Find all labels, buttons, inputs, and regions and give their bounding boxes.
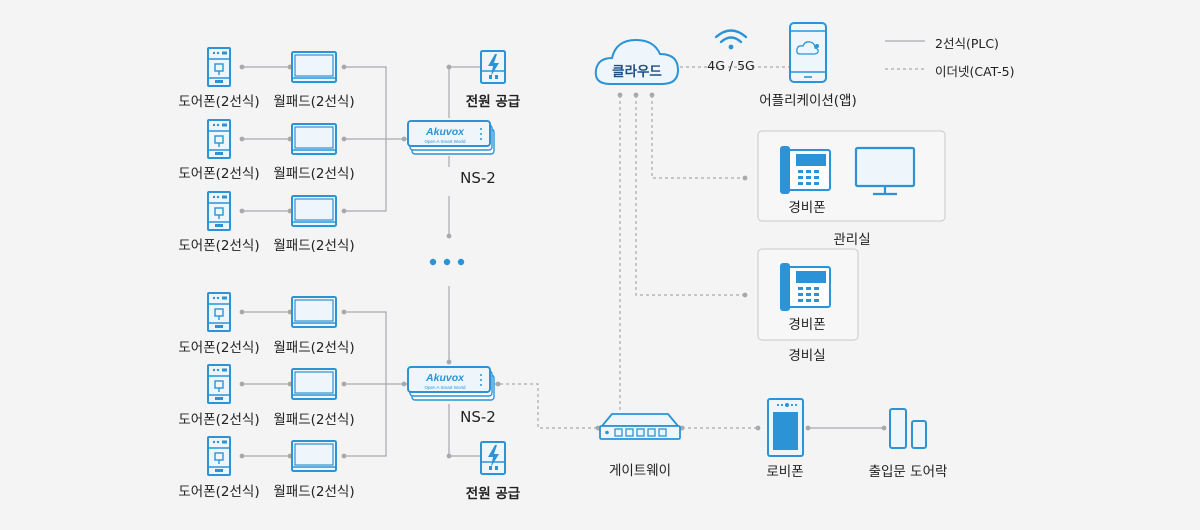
ethernet-wiring: [494, 66, 790, 429]
wall-pad-label: 월패드(2선식): [273, 340, 355, 356]
door-phone-label: 도어폰(2선식): [178, 166, 260, 182]
app-label: 어플리케이션(앱): [759, 93, 857, 109]
wall-pad-label: 월패드(2선식): [273, 166, 355, 182]
ns2-label: NS-2: [460, 169, 496, 187]
security-phone-label: 경비폰: [788, 200, 826, 216]
gateway-label: 게이트웨이: [608, 463, 672, 479]
security-phone-label: 경비폰: [788, 317, 826, 333]
ellipsis-dots: [429, 258, 465, 266]
door-phone-label: 도어폰(2선식): [178, 484, 260, 500]
brand-tagline: Open A Smart World: [425, 139, 466, 144]
legend-ethernet-label: 이더넷(CAT-5): [935, 64, 1015, 79]
power-supply-label: 전원 공급: [465, 486, 521, 502]
brand-name: Akuvox: [425, 372, 465, 384]
brand-tagline: Open A Smart World: [425, 385, 466, 390]
door-lock-icon: [889, 408, 927, 449]
ns2-device-top: Akuvox Open A Smart World: [407, 120, 495, 155]
monitor-icon: [854, 146, 916, 196]
top-group-wiring: [242, 66, 495, 362]
wall-pad-label: 월패드(2선식): [273, 94, 355, 110]
wall-pad-label: 월패드(2선식): [273, 238, 355, 254]
wall-pad-icon: [291, 195, 337, 227]
door-phone-label: 도어폰(2선식): [178, 340, 260, 356]
power-supply-icon: [480, 441, 506, 475]
door-phone-icon: [207, 364, 231, 404]
wall-pad-label: 월패드(2선식): [273, 484, 355, 500]
legend: [885, 40, 925, 70]
management-room-label: 관리실: [833, 232, 871, 248]
door-phone-icon: [207, 191, 231, 231]
wall-pad-label: 월패드(2선식): [273, 412, 355, 428]
cloud-label: 클라우드: [612, 64, 662, 80]
desk-phone-icon: [779, 145, 831, 195]
cloud-icon: [594, 38, 680, 85]
door-phone-label: 도어폰(2선식): [178, 238, 260, 254]
door-phone-label: 도어폰(2선식): [178, 412, 260, 428]
bottom-group-wiring: [242, 311, 495, 457]
door-phone-icon: [207, 119, 231, 159]
desk-phone-icon: [779, 262, 831, 312]
smartphone-icon: [789, 22, 827, 83]
guard-room-label: 경비실: [788, 348, 826, 364]
legend-two-wire-label: 2선식(PLC): [935, 36, 999, 51]
wifi-icon: [714, 29, 748, 50]
brand-name: Akuvox: [425, 126, 465, 138]
wall-pad-icon: [291, 123, 337, 155]
ns2-device-bottom: Akuvox Open A Smart World: [407, 366, 495, 401]
wall-pad-icon: [291, 296, 337, 328]
power-supply-icon: [480, 50, 506, 84]
wall-pad-icon: [291, 440, 337, 472]
lobby-phone-icon: [767, 398, 804, 457]
door-phone-icon: [207, 436, 231, 476]
gateway-icon: [599, 413, 681, 440]
entrance-lock-label: 출입문 도어락: [868, 464, 948, 480]
door-phone-label: 도어폰(2선식): [178, 94, 260, 110]
wall-pad-icon: [291, 368, 337, 400]
ns2-label: NS-2: [460, 408, 496, 426]
wifi-label: 4G / 5G: [707, 58, 755, 73]
lobby-phone-label: 로비폰: [766, 464, 804, 480]
door-phone-icon: [207, 292, 231, 332]
wall-pad-icon: [291, 51, 337, 83]
door-phone-icon: [207, 47, 231, 87]
power-supply-label: 전원 공급: [465, 94, 521, 110]
